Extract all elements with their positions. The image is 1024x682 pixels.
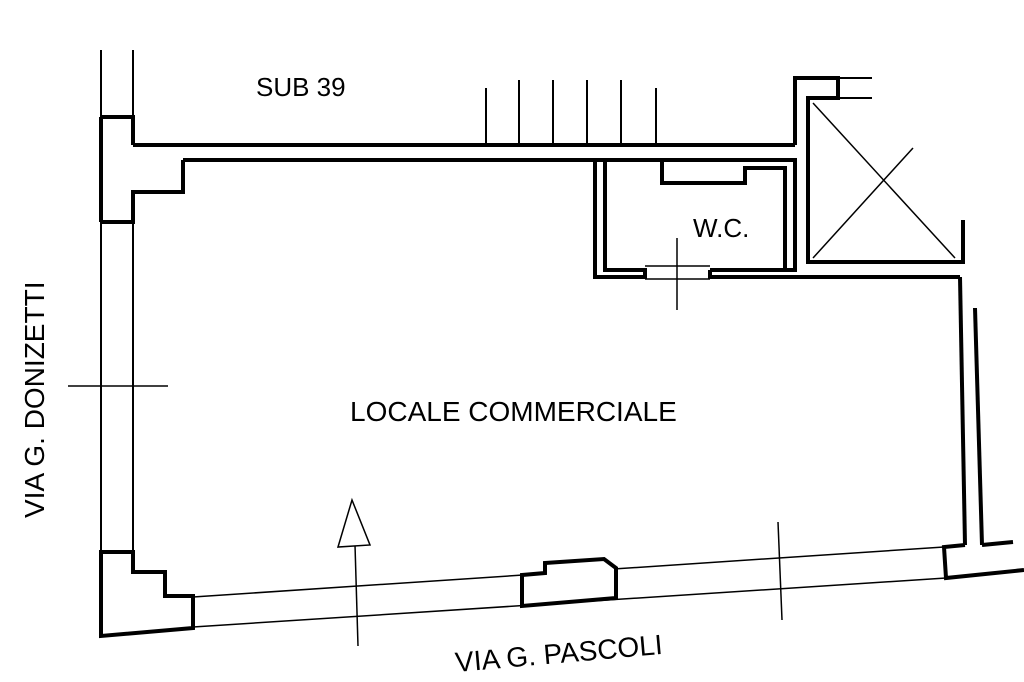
- wc-door-marker: [645, 238, 710, 310]
- stair-treads: [485, 80, 657, 145]
- street-south-label: VIA G. PASCOLI: [454, 629, 664, 678]
- west-wall: [99, 50, 185, 552]
- adjacent-unit-label: SUB 39: [256, 72, 346, 102]
- east-wall: [941, 276, 1024, 581]
- wc-walls: [593, 158, 960, 279]
- shaft: [793, 76, 965, 264]
- reference-marks: [68, 385, 783, 647]
- main-room-label: LOCALE COMMERCIALE: [350, 396, 677, 427]
- street-west-label: VIA G. DONIZETTI: [19, 282, 50, 518]
- north-wall: [133, 143, 795, 162]
- wc-label: W.C.: [693, 213, 749, 243]
- entrance-arrow-icon: [336, 497, 372, 548]
- south-wall: [99, 546, 947, 639]
